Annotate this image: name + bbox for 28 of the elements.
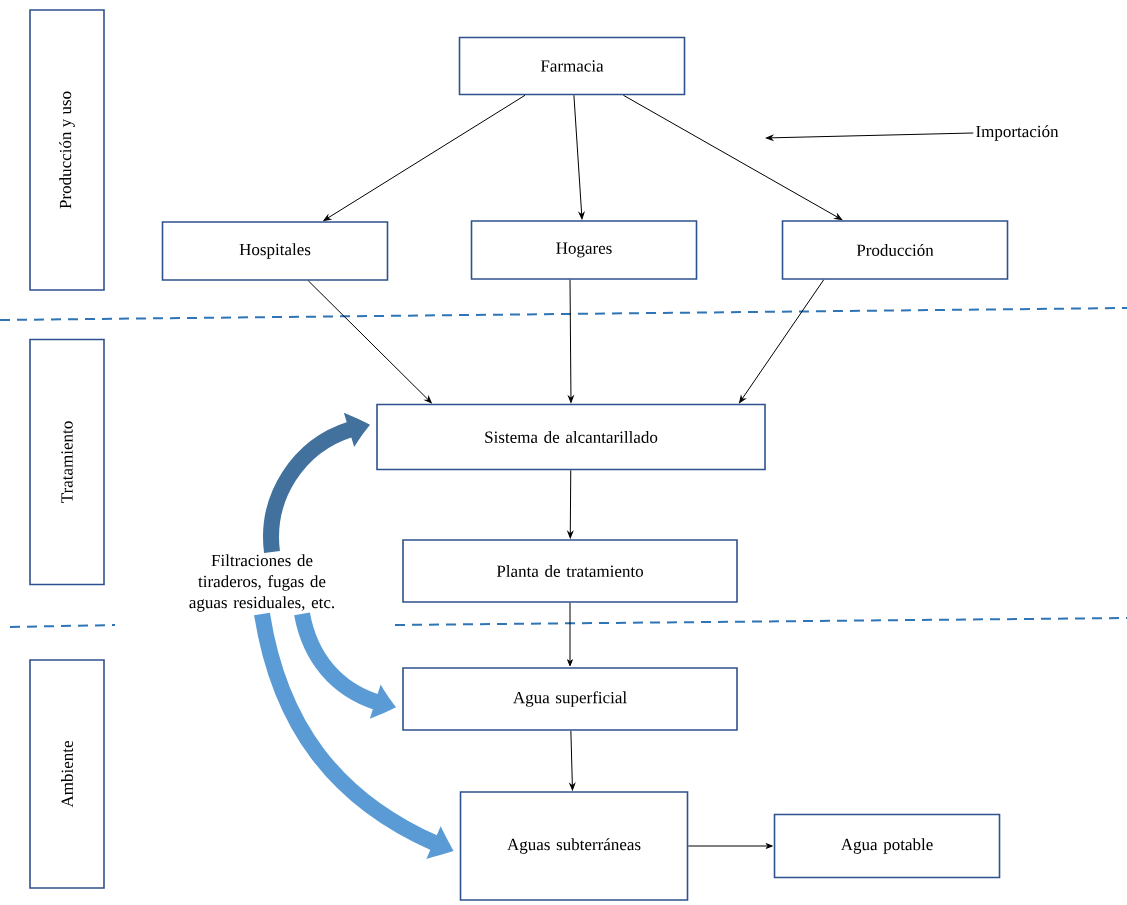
arrow bbox=[573, 94, 585, 220]
section-label-box: Tratamiento bbox=[29, 338, 105, 586]
process-box: Farmacia bbox=[458, 36, 686, 96]
arrow bbox=[307, 280, 432, 404]
process-box: Planta de tratamiento bbox=[402, 539, 738, 603]
arrow bbox=[567, 602, 573, 667]
process-box: Hogares bbox=[470, 220, 698, 280]
arrow bbox=[569, 730, 576, 791]
block-arrow bbox=[254, 612, 453, 858]
process-box: Aguas subterráneas bbox=[459, 791, 689, 901]
process-box: Hospitales bbox=[161, 221, 389, 281]
arrow bbox=[739, 279, 825, 404]
arrow bbox=[622, 94, 843, 220]
block-arrow bbox=[263, 414, 369, 553]
process-box: Agua potable bbox=[773, 813, 1001, 879]
note-text: Importación bbox=[976, 125, 1059, 141]
note-text: Filtraciones de tiraderos, fugas de aguas residuales, etc. bbox=[189, 554, 335, 612]
process-box: Producción bbox=[781, 220, 1009, 280]
arrow bbox=[687, 843, 773, 849]
section-label-box: Producción y uso bbox=[29, 9, 105, 291]
arrow bbox=[765, 132, 974, 141]
process-box: Agua superficial bbox=[402, 667, 738, 731]
section-label-box: Ambiente bbox=[29, 659, 105, 889]
arrow bbox=[568, 279, 574, 403]
arrow bbox=[323, 94, 526, 221]
arrow bbox=[567, 469, 574, 539]
block-arrow bbox=[294, 612, 395, 717]
process-box: Sistema de alcantarillado bbox=[376, 403, 766, 471]
